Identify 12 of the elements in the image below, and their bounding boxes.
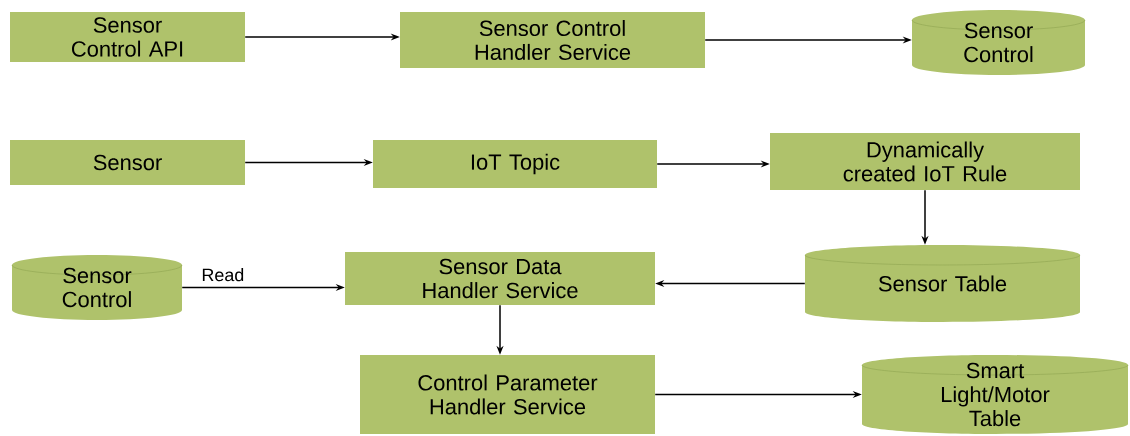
edge-label: Read [202,268,244,282]
database-cylinder: Sensor Table [804,245,1081,322]
process-box: Dynamically created IoT Rule [770,133,1080,190]
process-box: Sensor Control API [10,12,245,62]
database-cylinder: Smart Light/Motor Table [861,355,1129,434]
process-box: Sensor Data Handler Service [345,252,655,305]
database-cylinder: Sensor Control [11,255,183,320]
process-box: Sensor Control Handler Service [400,12,705,68]
process-box: Sensor [10,140,245,185]
process-box: IoT Topic [373,140,657,188]
process-box: Control Parameter Handler Service [360,355,655,434]
database-cylinder: Sensor Control [911,10,1086,75]
